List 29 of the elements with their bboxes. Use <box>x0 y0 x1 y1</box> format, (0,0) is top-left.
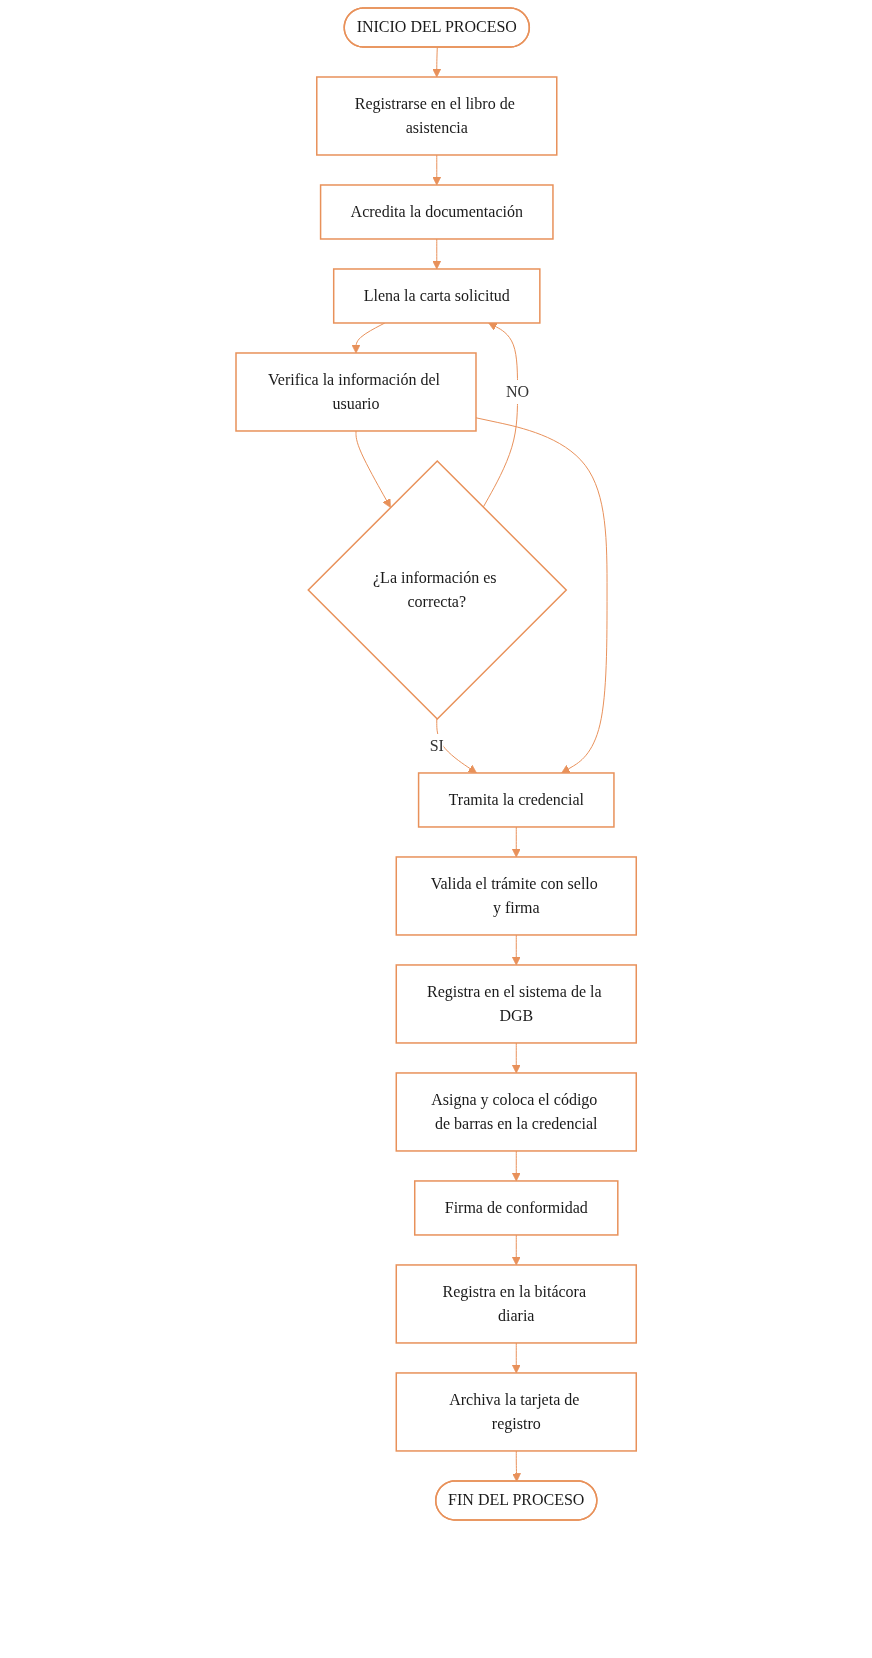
node-box: Llena la carta solicitud <box>332 268 541 324</box>
arrow <box>511 1234 521 1266</box>
node-box: Verifica la información del usuario <box>235 352 477 432</box>
node-box: Registra en la bitácora diaria <box>395 1264 637 1344</box>
edge-label: NO <box>505 382 529 400</box>
arrow <box>432 238 442 270</box>
arrow <box>482 322 518 508</box>
arrow <box>436 718 477 774</box>
arrow <box>432 47 442 78</box>
arrow <box>511 1450 521 1482</box>
node-box: Registra en el sistema de la DGB <box>395 964 637 1044</box>
arrow <box>351 322 386 354</box>
node-box: Valida el trámite con sello y firma <box>395 856 637 936</box>
node-box: Asigna y coloca el código de barras en la credencial <box>395 1072 637 1152</box>
arrow <box>511 1342 521 1374</box>
arrow <box>432 154 442 186</box>
arrow <box>511 934 521 966</box>
node-diamond: ¿La información es correcta? <box>307 459 568 721</box>
arrow <box>511 1150 521 1182</box>
node-box: Archiva la tarjeta de registro <box>395 1372 637 1452</box>
arrow <box>511 826 521 858</box>
arrow <box>511 1042 521 1074</box>
arrow <box>355 430 391 508</box>
arrow <box>475 417 608 774</box>
node-box: Tramita la credencial <box>417 772 615 828</box>
edge-label: SI <box>429 736 444 754</box>
node-box: Registrarse en el libro de asistencia <box>315 76 558 156</box>
node-box: Firma de conformidad <box>413 1180 619 1236</box>
node-box: Acredita la documentación <box>319 184 554 240</box>
